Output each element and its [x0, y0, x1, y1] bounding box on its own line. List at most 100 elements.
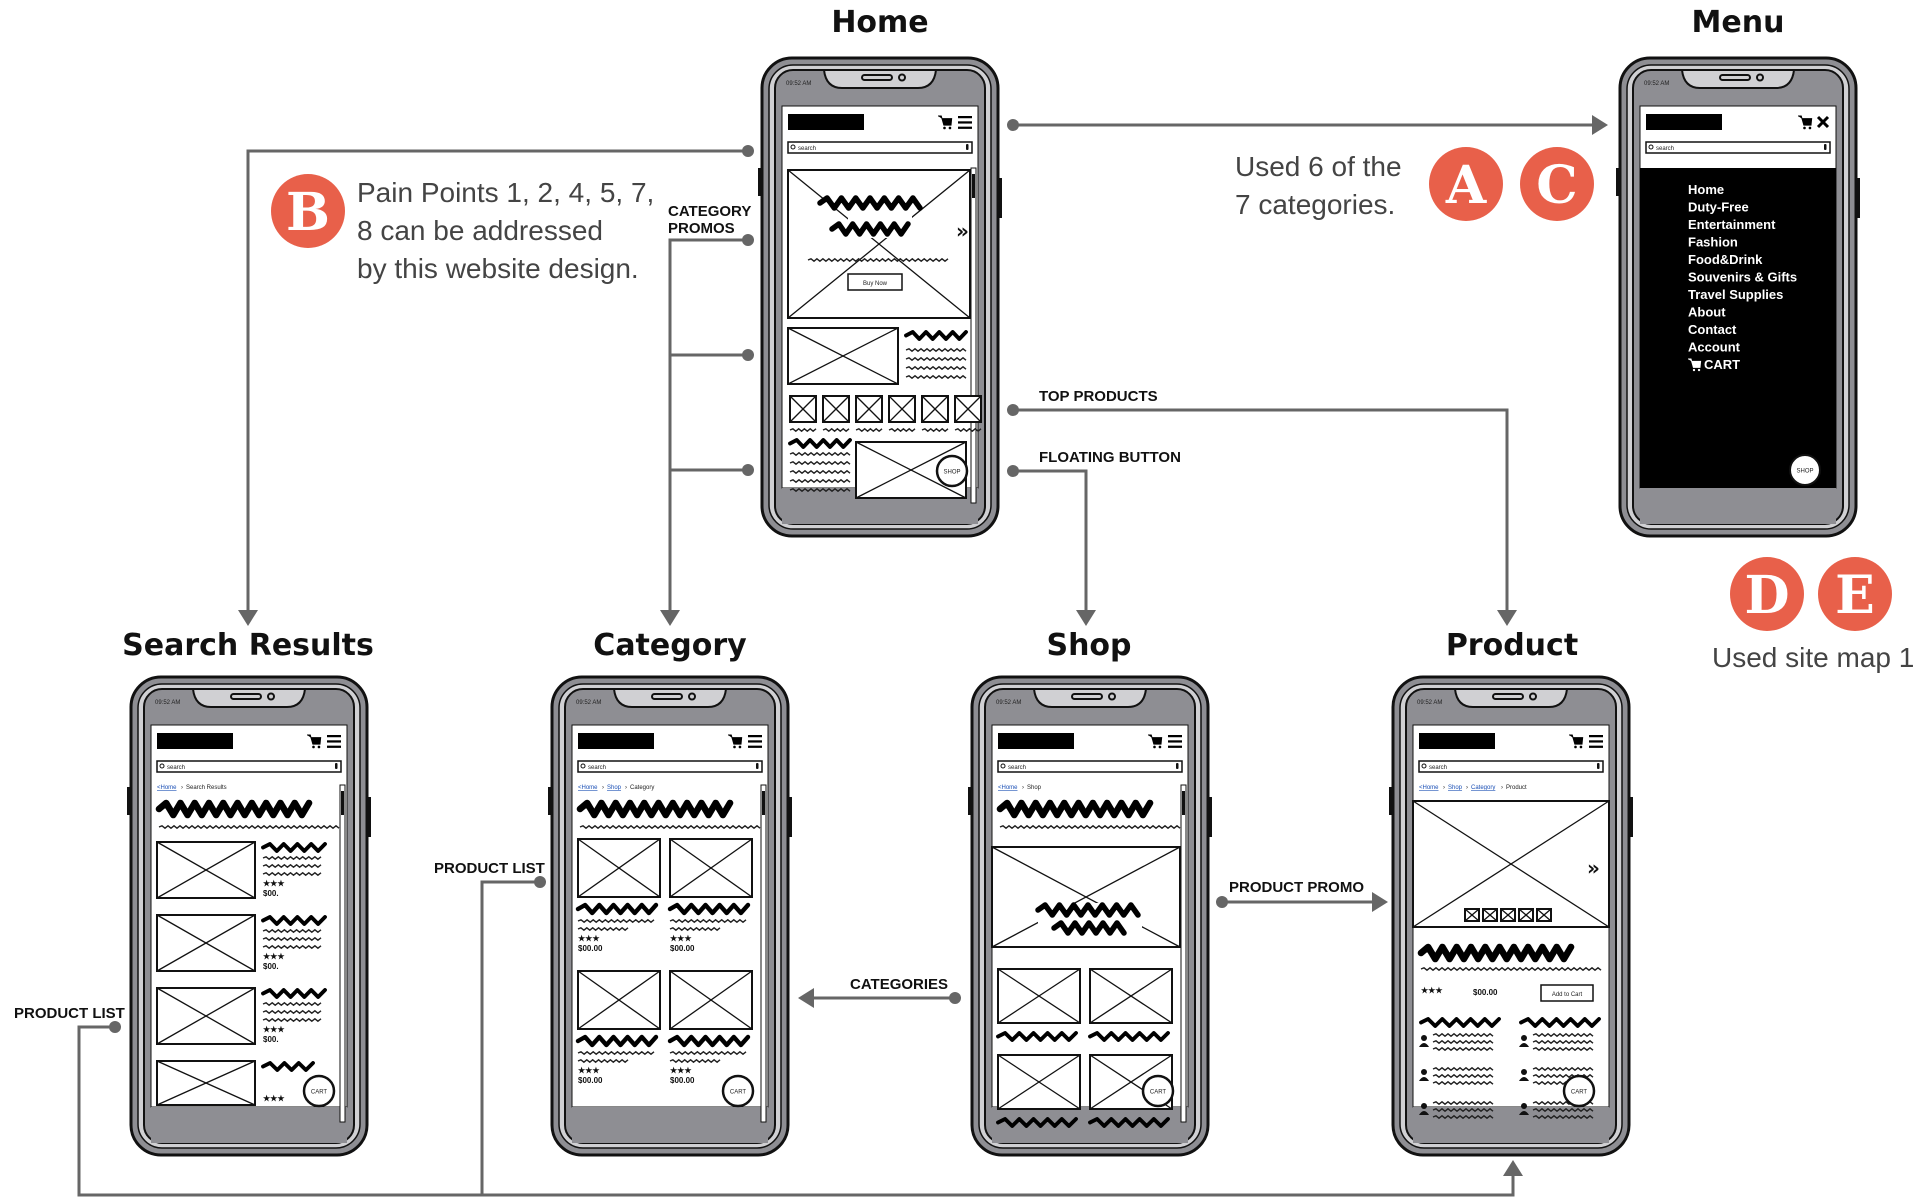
connector-home-shop	[1007, 465, 1096, 626]
review-text-line	[1432, 1039, 1494, 1045]
shop-floating-button[interactable]: SHOP	[935, 454, 969, 488]
menu-item-entertainment[interactable]: Entertainment	[1688, 217, 1776, 232]
menu-item-travel-supplies[interactable]: Travel Supplies	[1688, 287, 1783, 302]
cart-icon[interactable]	[1798, 115, 1813, 130]
search-input[interactable]	[1418, 760, 1604, 773]
menu-item-food-drink[interactable]: Food&Drink	[1688, 252, 1763, 267]
thumbnail-label	[855, 427, 883, 433]
breadcrumb-shop[interactable]: Shop	[1448, 785, 1463, 791]
search-placeholder: search	[1656, 146, 1674, 152]
search-bar[interactable]: search	[997, 760, 1183, 773]
chevron-right-icon[interactable]: »	[1587, 856, 1600, 880]
status-time: 09:52 AM	[576, 700, 601, 706]
scrollbar-thumb[interactable]	[1182, 791, 1185, 815]
product-desc-line	[669, 1050, 747, 1056]
menu-item-duty-free[interactable]: Duty-Free	[1688, 200, 1749, 215]
label-category-promos-1: CATEGORY	[668, 203, 751, 220]
product-desc-line	[262, 1017, 322, 1023]
breadcrumb-separator: ›	[625, 785, 627, 791]
status-time: 09:52 AM	[1644, 81, 1669, 87]
menu-item-home[interactable]: Home	[1688, 182, 1724, 197]
connector-shop-product	[1216, 892, 1388, 912]
thumbnail-label	[921, 427, 949, 433]
search-input[interactable]	[156, 760, 342, 773]
phone-bottom-bar	[572, 1107, 768, 1143]
shop-floating-button[interactable]: SHOP	[1789, 454, 1821, 486]
search-input[interactable]	[577, 760, 763, 773]
product-title	[667, 1034, 751, 1048]
chevron-right-icon[interactable]: »	[956, 219, 969, 243]
product-image-placeholder	[156, 987, 256, 1045]
cart-floating-button[interactable]: CART	[721, 1074, 755, 1108]
breadcrumb-separator: ›	[1501, 785, 1503, 791]
buy-now-button[interactable]: Buy Now	[847, 273, 903, 291]
menu-item-cart[interactable]: CART	[1704, 357, 1740, 372]
search-input[interactable]	[997, 760, 1183, 773]
product-title	[667, 902, 751, 916]
breadcrumb-home[interactable]: <Home	[998, 785, 1018, 791]
product-desc-line	[262, 855, 322, 861]
scrollbar[interactable]	[339, 784, 346, 1123]
search-icon	[1648, 144, 1654, 150]
breadcrumb-home[interactable]: <Home	[1419, 785, 1439, 791]
hamburger-menu-icon[interactable]	[327, 735, 341, 748]
breadcrumb-home[interactable]: <Home	[157, 785, 177, 791]
hamburger-menu-icon[interactable]	[1589, 735, 1603, 748]
search-input[interactable]	[1645, 141, 1831, 154]
shop-floating-button-label: SHOP	[943, 470, 960, 476]
logo-placeholder	[1419, 733, 1495, 749]
search-placeholder: search	[588, 765, 606, 771]
cart-icon[interactable]	[1148, 734, 1163, 749]
search-bar[interactable]: search	[156, 760, 342, 773]
breadcrumb-category[interactable]: Category	[1471, 785, 1495, 791]
menu-item-about[interactable]: About	[1688, 305, 1726, 320]
product-rating: ★★★	[670, 1066, 692, 1075]
logo-placeholder	[788, 114, 864, 130]
scrollbar-thumb[interactable]	[972, 174, 975, 198]
search-bar[interactable]: search	[577, 760, 763, 773]
speaker	[1492, 693, 1524, 700]
search-bar[interactable]: search	[1645, 141, 1831, 154]
bottom-promo-text	[789, 469, 851, 475]
hamburger-menu-icon[interactable]	[1168, 735, 1182, 748]
menu-item-contact[interactable]: Contact	[1688, 322, 1737, 337]
cart-icon[interactable]	[1688, 358, 1702, 372]
connector-home-menu	[1007, 115, 1608, 135]
cart-floating-button[interactable]: CART	[302, 1074, 336, 1108]
hamburger-menu-icon[interactable]	[748, 735, 762, 748]
cart-icon[interactable]	[938, 115, 953, 130]
close-icon[interactable]	[1816, 115, 1830, 129]
hamburger-menu-icon[interactable]	[958, 116, 972, 129]
side-button	[1629, 797, 1633, 837]
scrollbar-thumb[interactable]	[341, 791, 344, 815]
search-bar[interactable]: search	[787, 141, 973, 154]
cart-floating-button-label: CART	[1150, 1090, 1167, 1096]
cart-floating-button[interactable]: CART	[1562, 1074, 1596, 1108]
scrollbar[interactable]	[1180, 784, 1187, 1123]
logo-placeholder	[157, 733, 233, 749]
add-to-cart-button[interactable]: Add to Cart	[1540, 984, 1594, 1002]
menu-item-fashion[interactable]: Fashion	[1688, 235, 1738, 250]
breadcrumb-shop[interactable]: Shop	[607, 785, 622, 791]
bottom-promo-heading	[788, 438, 852, 449]
scrollbar[interactable]	[760, 784, 767, 1123]
menu-item-souvenirs-gifts[interactable]: Souvenirs & Gifts	[1688, 270, 1797, 285]
cart-floating-button[interactable]: CART	[1141, 1074, 1175, 1108]
search-bar[interactable]: search	[1418, 760, 1604, 773]
search-input[interactable]	[787, 141, 973, 154]
breadcrumb-home[interactable]: <Home	[578, 785, 598, 791]
product-rating: ★★★	[263, 1094, 285, 1103]
product-price: $00.	[263, 962, 279, 971]
cart-icon[interactable]	[1569, 734, 1584, 749]
scrollbar-thumb[interactable]	[762, 791, 765, 815]
microphone-icon	[1176, 763, 1179, 769]
status-time: 09:52 AM	[1417, 700, 1442, 706]
product-desc-line	[577, 1050, 655, 1056]
menu-item-account[interactable]: Account	[1688, 340, 1741, 355]
review-text-line	[1532, 1107, 1594, 1113]
cart-icon[interactable]	[728, 734, 743, 749]
cart-icon[interactable]	[307, 734, 322, 749]
scrollbar[interactable]	[970, 167, 977, 504]
